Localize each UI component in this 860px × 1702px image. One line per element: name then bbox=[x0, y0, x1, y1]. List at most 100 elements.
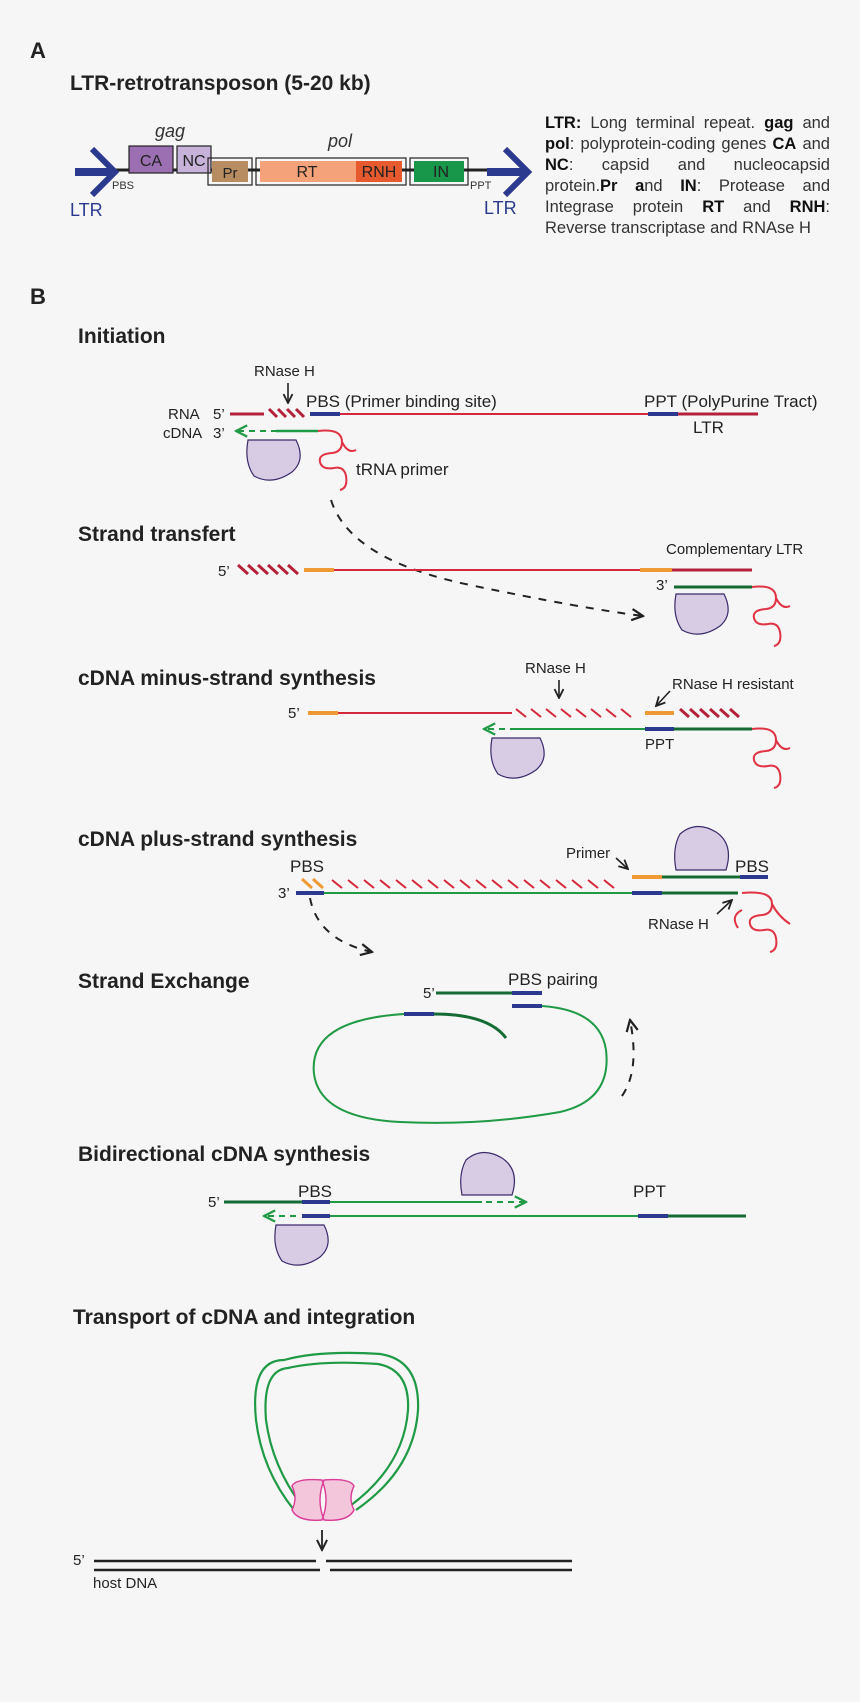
init-trna-label: tRNA primer bbox=[356, 460, 449, 479]
bidir-rt-bottom bbox=[274, 1224, 329, 1266]
init-transfer-arrow bbox=[330, 499, 643, 616]
init-three-label: 3’ bbox=[213, 425, 225, 442]
legend-term: RNH bbox=[789, 198, 826, 216]
panel-a-legend: LTR: Long terminal repeat. gag and pol: … bbox=[545, 113, 830, 239]
panel-a-title: LTR-retrotransposon (5-20 kb) bbox=[70, 72, 371, 95]
legend-term: gag bbox=[764, 114, 794, 132]
plus-orange-degraded bbox=[300, 877, 325, 890]
ppt-small-label: PPT bbox=[470, 180, 492, 192]
plus-trna-primer bbox=[733, 891, 791, 953]
box-pr bbox=[212, 161, 248, 182]
st-five-label: 5’ bbox=[218, 563, 230, 580]
init-rna-degraded bbox=[267, 407, 306, 419]
bidir-five-label: 5’ bbox=[208, 1194, 220, 1211]
legend-term: IN bbox=[680, 177, 697, 195]
legend-text: : polyprotein-coding genes bbox=[569, 135, 773, 153]
pbs-small-label: PBS bbox=[112, 180, 134, 192]
box-nc-label: NC bbox=[182, 153, 205, 170]
ltr-left-label: LTR bbox=[70, 200, 103, 220]
legend-term: CA bbox=[772, 135, 797, 153]
plus-rnaseh-label: RNase H bbox=[648, 916, 709, 933]
panel-a-letter: A bbox=[30, 38, 46, 63]
box-in bbox=[414, 161, 464, 182]
minus-resistant-arrow bbox=[656, 690, 671, 706]
exchange-title: Strand Exchange bbox=[78, 970, 250, 993]
minus-rna-degraded bbox=[515, 708, 632, 718]
init-rnaseh-label: RNase H bbox=[254, 363, 315, 380]
legend-text: and bbox=[724, 198, 790, 216]
plus-rnaseh-arrow bbox=[716, 900, 732, 915]
ltr-left-arrow bbox=[75, 146, 120, 198]
transport-five-label: 5’ bbox=[73, 1552, 85, 1569]
legend-term: NC bbox=[545, 156, 569, 174]
bidir-pbs-label: PBS bbox=[298, 1182, 332, 1201]
minus-five-label: 5’ bbox=[288, 705, 300, 722]
strand-transfer-title: Strand transfert bbox=[78, 523, 236, 546]
plus-rt-enzyme bbox=[674, 825, 729, 871]
init-ltr-label: LTR bbox=[693, 418, 724, 437]
box-rt-label: RT bbox=[296, 164, 317, 181]
minus-rnaseh-label: RNase H bbox=[525, 660, 586, 677]
box-ca-label: CA bbox=[140, 153, 163, 170]
bidir-rt-top bbox=[460, 1151, 515, 1196]
minus-resistant-label: RNase H resistant bbox=[672, 676, 795, 693]
box-ca bbox=[128, 145, 174, 174]
exchange-loop bbox=[312, 1005, 608, 1124]
legend-text: Long terminal repeat. bbox=[581, 114, 765, 132]
init-ppt-label: PPT (PolyPurine Tract) bbox=[644, 392, 818, 411]
ltr-right-arrow bbox=[487, 146, 533, 198]
box-pr-outer bbox=[207, 157, 253, 186]
legend-text: : capsid and nucleocapsid protein. bbox=[545, 156, 830, 195]
box-rt-outer bbox=[255, 157, 407, 186]
legend-text: and bbox=[793, 114, 830, 132]
box-in-label: IN bbox=[433, 164, 449, 181]
init-pbs-label: PBS (Primer binding site) bbox=[306, 392, 497, 411]
panel-b-letter: B bbox=[30, 284, 46, 309]
cdna-loop-inner bbox=[264, 1361, 410, 1507]
exchange-pairing-label: PBS pairing bbox=[508, 970, 598, 989]
legend-term: RT bbox=[702, 198, 725, 216]
legend-text: : Protease and Integrase protein bbox=[545, 177, 830, 216]
st-rt-enzyme bbox=[674, 593, 729, 635]
init-rt-enzyme bbox=[246, 439, 301, 481]
minus-rt-enzyme bbox=[490, 737, 545, 779]
legend-term: pol bbox=[545, 135, 570, 153]
box-rnh bbox=[356, 161, 402, 182]
st-trna-primer bbox=[751, 585, 791, 647]
box-rt bbox=[260, 161, 356, 182]
plus-pbs-left-label: PBS bbox=[290, 857, 324, 876]
minus-ltr-degraded bbox=[679, 707, 740, 719]
bidirectional-title: Bidirectional cDNA synthesis bbox=[78, 1143, 370, 1166]
initiation-title: Initiation bbox=[78, 325, 166, 348]
legend-text bbox=[617, 177, 635, 195]
minus-trna-primer bbox=[751, 727, 791, 789]
init-five-label: 5’ bbox=[213, 406, 225, 423]
box-in-outer bbox=[409, 157, 469, 186]
exchange-dark-end bbox=[433, 1012, 508, 1039]
cdna-loop-outer bbox=[254, 1351, 420, 1511]
plus-pbs-right-label: PBS bbox=[735, 857, 769, 876]
legend-text: and bbox=[796, 135, 830, 153]
pol-label: pol bbox=[327, 131, 353, 151]
plus-primer-arrow bbox=[615, 857, 628, 869]
ltr-right-label: LTR bbox=[484, 198, 517, 218]
plus-title: cDNA plus-strand synthesis bbox=[78, 828, 357, 851]
box-pr-label: Pr bbox=[223, 165, 238, 182]
minus-ppt-label: PPT bbox=[645, 736, 674, 753]
gag-label: gag bbox=[155, 121, 185, 141]
host-dna-label: host DNA bbox=[93, 1575, 157, 1592]
legend-term: LTR: bbox=[545, 114, 582, 132]
legend-text: : Reverse transcriptase and RNAse H bbox=[545, 198, 830, 237]
plus-rna-degraded bbox=[331, 879, 615, 889]
integrase-dimer bbox=[291, 1478, 355, 1521]
exchange-five-label: 5’ bbox=[423, 985, 435, 1002]
init-cdna-label: cDNA bbox=[163, 425, 202, 442]
legend-text: nd bbox=[644, 177, 681, 195]
plus-primer-label: Primer bbox=[566, 845, 610, 862]
st-three-label: 3’ bbox=[656, 577, 668, 594]
bidir-ppt-label: PPT bbox=[633, 1182, 666, 1201]
st-rna-degraded bbox=[236, 563, 300, 576]
st-comp-ltr-label: Complementary LTR bbox=[666, 541, 803, 558]
box-nc bbox=[176, 145, 212, 174]
